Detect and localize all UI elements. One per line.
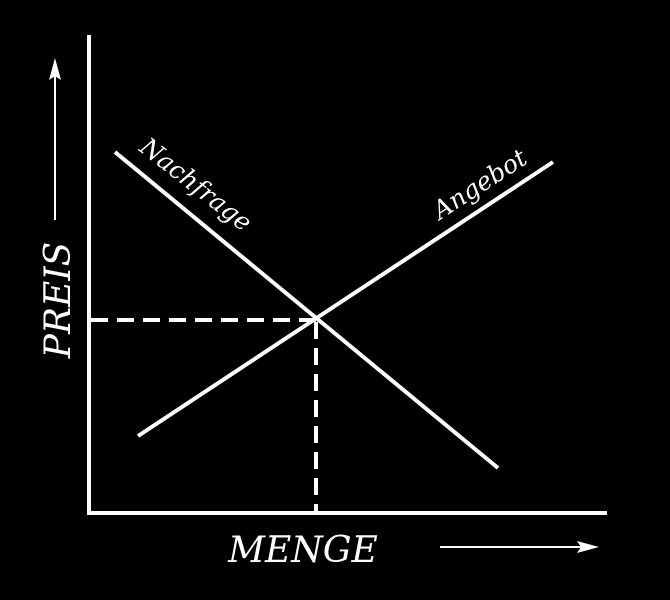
y-axis-label: PREIS: [38, 242, 79, 360]
demand-curve: [113, 150, 500, 470]
supply-curve: [136, 160, 555, 438]
x-axis-label: MENGE: [227, 530, 378, 571]
up-arrow-icon: [49, 58, 61, 80]
right-arrow-icon: [577, 541, 599, 553]
